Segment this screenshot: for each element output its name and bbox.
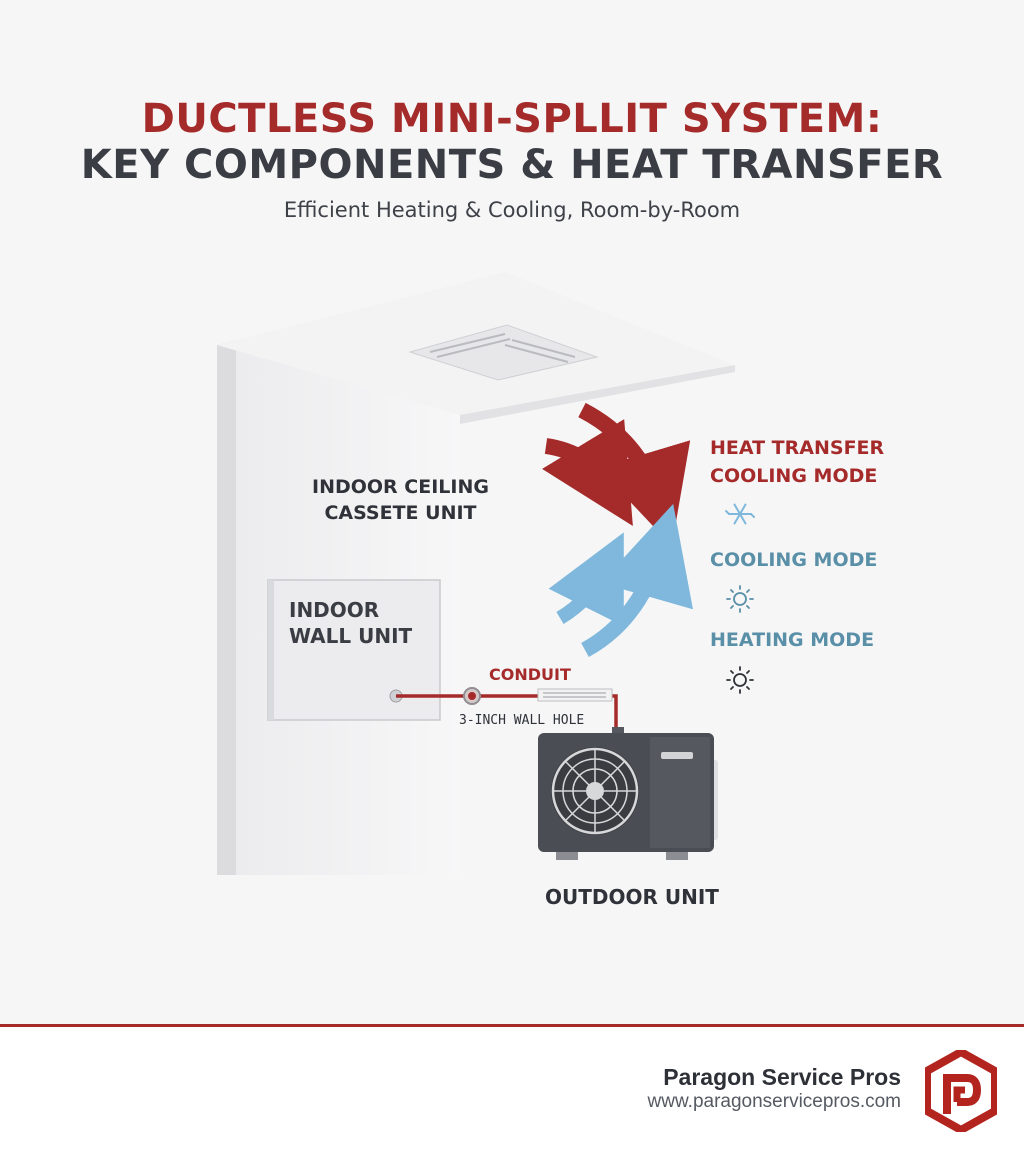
mini-split-diagram: [217, 324, 755, 875]
company-url[interactable]: www.paragonservicepros.com: [647, 1091, 901, 1112]
snowflake-icon: [725, 503, 755, 525]
company-logo-icon: [925, 1050, 997, 1132]
ceiling-unit-label-line2: CASSETE UNIT: [324, 502, 477, 524]
legend-heating-mode: HEATING MODE: [710, 629, 875, 651]
wall-unit-label-line2: WALL UNIT: [289, 624, 413, 648]
legend-cooling-mode-blue: COOLING MODE: [710, 549, 878, 571]
sun-icon: [726, 666, 754, 694]
title-line-1: DUCTLESS MINI-SPLLIT SYSTEM:: [141, 96, 883, 142]
wall-unit-label-line1: INDOOR: [289, 598, 380, 622]
wall-unit-label: INDOOR WALL UNIT: [289, 597, 412, 649]
wall-hole-label: 3-INCH WALL HOLE: [459, 713, 585, 728]
outdoor-unit: [538, 727, 718, 860]
title-line-2: KEY COMPONENTS & HEAT TRANSFER: [80, 142, 944, 188]
heat-transfer-arrows: [542, 402, 693, 658]
legend-cooling-mode-red: COOLING MODE: [710, 465, 878, 487]
company-name: Paragon Service Pros: [663, 1064, 901, 1090]
footer: [0, 1027, 1024, 1154]
outdoor-unit-label: OUTDOOR UNIT: [545, 885, 719, 909]
conduit-label: CONDUIT: [489, 665, 571, 684]
conduit-line: [396, 687, 618, 730]
sun-icon: [726, 585, 754, 613]
ceiling-cassette-unit: [408, 324, 599, 381]
ceiling-unit-label: INDOOR CEILING CASSETE UNIT: [312, 474, 489, 526]
ceiling-unit-label-line1: INDOOR CEILING: [312, 476, 489, 498]
footer-divider: [0, 1024, 1024, 1027]
subtitle: Efficient Heating & Cooling, Room-by-Roo…: [283, 198, 741, 222]
legend-heat-transfer: HEAT TRANSFER: [710, 437, 885, 459]
